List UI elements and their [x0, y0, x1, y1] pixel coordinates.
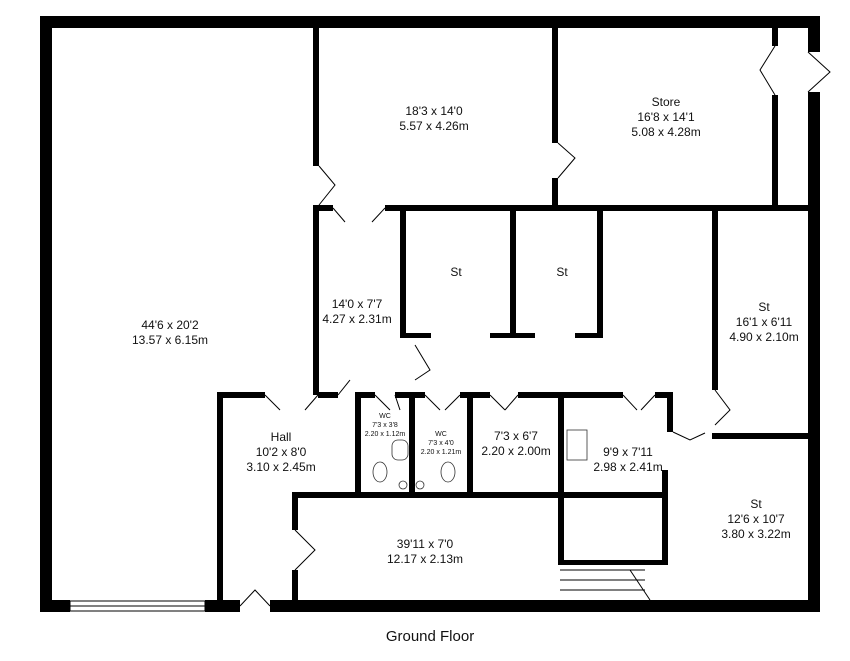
- room-st-1: St: [450, 265, 462, 279]
- floor-title: Ground Floor: [385, 628, 475, 645]
- doors: [239, 45, 831, 607]
- stairs: [560, 569, 651, 601]
- sanitary-fixtures: [372, 429, 588, 490]
- walls: [40, 16, 820, 612]
- window: [69, 600, 206, 612]
- room-st-2: St: [556, 265, 568, 279]
